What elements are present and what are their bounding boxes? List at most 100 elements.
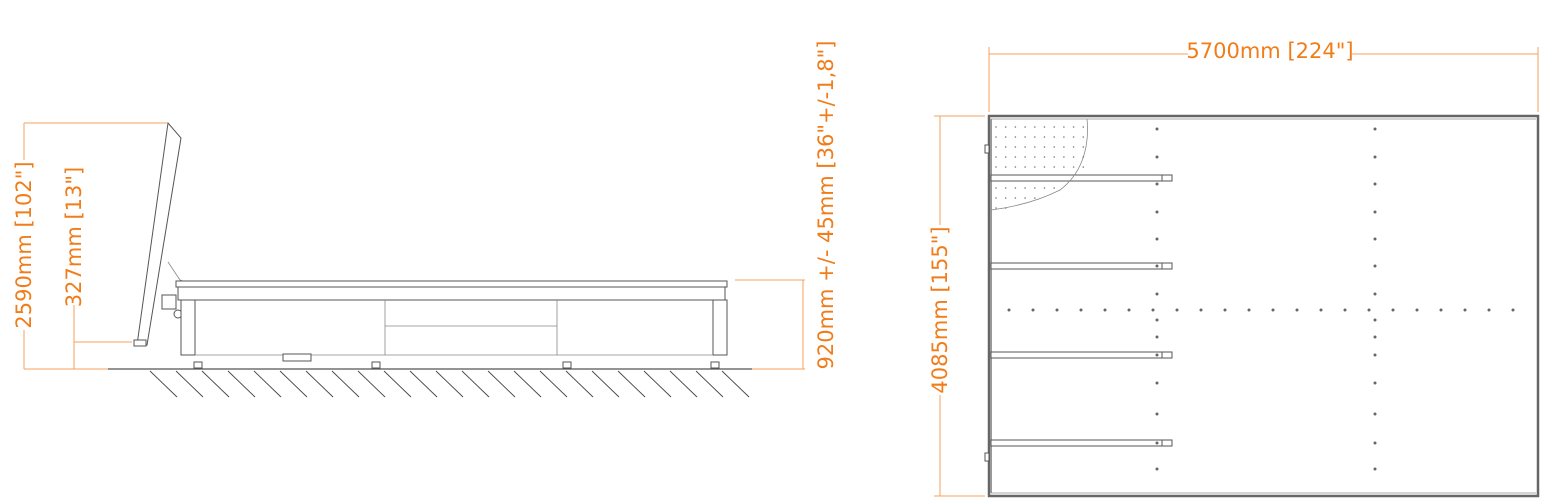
suction-hole (1043, 156, 1046, 158)
suction-hole (1072, 126, 1075, 128)
dimension-depth: 4085mm [155"] (928, 115, 985, 497)
arm-end (1161, 174, 1173, 182)
suction-hole (995, 136, 997, 138)
vacuum-hole (1373, 292, 1377, 296)
suction-hole (1024, 166, 1026, 168)
vacuum-hole (1373, 441, 1377, 445)
vacuum-hole (1155, 210, 1159, 214)
vacuum-hole (1439, 308, 1443, 312)
suction-hole (1004, 146, 1007, 148)
vacuum-hole (1319, 308, 1323, 312)
suction-hole (1053, 166, 1055, 168)
vacuum-hole (1373, 127, 1377, 131)
suction-hole (1004, 187, 1007, 189)
vacuum-hole (1103, 308, 1107, 312)
vacuum-hole (1367, 308, 1371, 312)
hatch-line (591, 370, 620, 398)
hatch-line (383, 370, 412, 398)
suction-hole (1082, 126, 1085, 128)
suction-hole (1053, 187, 1055, 189)
hatch-line (435, 370, 464, 398)
vacuum-hole (1247, 308, 1251, 312)
vacuum-hole (1373, 353, 1377, 357)
vacuum-hole (1055, 308, 1059, 312)
suction-hole (1082, 156, 1085, 158)
suction-hole (1072, 136, 1075, 138)
hatch-line (201, 370, 230, 398)
suction-hole (1024, 136, 1026, 138)
hatch-line (539, 370, 568, 398)
vacuum-hole (1155, 264, 1159, 268)
suction-hole (1014, 156, 1017, 158)
vacuum-hole (1155, 381, 1159, 385)
vacuum-hole (1155, 318, 1159, 322)
vacuum-hole (1151, 308, 1155, 312)
top-view: 5700mm [224"] 4085mm [155"] (928, 39, 1540, 498)
ground-hatching (149, 370, 750, 398)
cable-box (282, 353, 312, 362)
hatch-line (513, 370, 542, 398)
vacuum-hole (1155, 292, 1159, 296)
hatch-line (227, 370, 256, 398)
suction-hole (1063, 166, 1065, 168)
leveling-foot (193, 361, 203, 369)
vacuum-hole (1155, 182, 1159, 186)
vacuum-hole (1511, 308, 1515, 312)
hatch-line (461, 370, 490, 398)
loading-arm (990, 439, 1173, 447)
vacuum-hole (1079, 308, 1083, 312)
table-outline (987, 114, 1540, 498)
suction-hole (1004, 156, 1007, 158)
vacuum-hole (1155, 467, 1159, 471)
side-stop (984, 452, 990, 462)
suction-hole (1014, 187, 1017, 189)
hatch-line (279, 370, 308, 398)
suction-hole (1053, 136, 1055, 138)
vacuum-hole (1373, 155, 1377, 159)
leveling-foot (371, 361, 381, 369)
vacuum-hole (1155, 335, 1159, 339)
suction-hole (1043, 136, 1046, 138)
hatch-line (331, 370, 360, 398)
hatch-line (643, 370, 672, 398)
depth-label: 4085mm [155"] (928, 226, 952, 393)
loading-arm (990, 262, 1173, 270)
frame-right (712, 299, 728, 356)
suction-hole (1004, 166, 1007, 168)
tilt-motor (161, 294, 177, 310)
arm-end (1161, 351, 1173, 359)
hatch-line (253, 370, 282, 398)
suction-hole (1043, 166, 1046, 168)
suction-hole (1024, 197, 1026, 199)
suction-hole (1034, 146, 1036, 148)
dimension-total-height: 2590mm [102"] (12, 122, 168, 370)
vacuum-hole (1031, 308, 1035, 312)
vacuum-hole (1415, 308, 1419, 312)
suction-hole (1034, 136, 1036, 138)
suction-hole (1004, 126, 1007, 128)
dimension-width: 5700mm [224"] (988, 39, 1539, 112)
vacuum-hole (1373, 182, 1377, 186)
arm-end (1161, 262, 1173, 270)
panel-foot (133, 339, 147, 347)
suction-hole (1024, 146, 1026, 148)
suction-hole (1063, 156, 1065, 158)
suction-hole (1082, 136, 1085, 138)
suction-hole (995, 187, 997, 189)
suction-hole (995, 197, 997, 199)
hatch-line (721, 370, 750, 398)
vacuum-hole (1155, 441, 1159, 445)
height-total-label: 2590mm [102"] (12, 161, 36, 328)
side-view: 2590mm [102"] 327mm [13"] 920mm +/- 45mm… (12, 41, 838, 398)
tilted-loading-panel (136, 121, 182, 346)
loading-arm (990, 351, 1173, 359)
suction-hole (1043, 187, 1046, 189)
vacuum-hole (1373, 210, 1377, 214)
vacuum-hole (1373, 381, 1377, 385)
panel-hinge (167, 261, 187, 283)
side-stop (984, 144, 990, 154)
loading-arms (990, 174, 1173, 447)
vacuum-hole (1295, 308, 1299, 312)
vacuum-hole (1487, 308, 1491, 312)
